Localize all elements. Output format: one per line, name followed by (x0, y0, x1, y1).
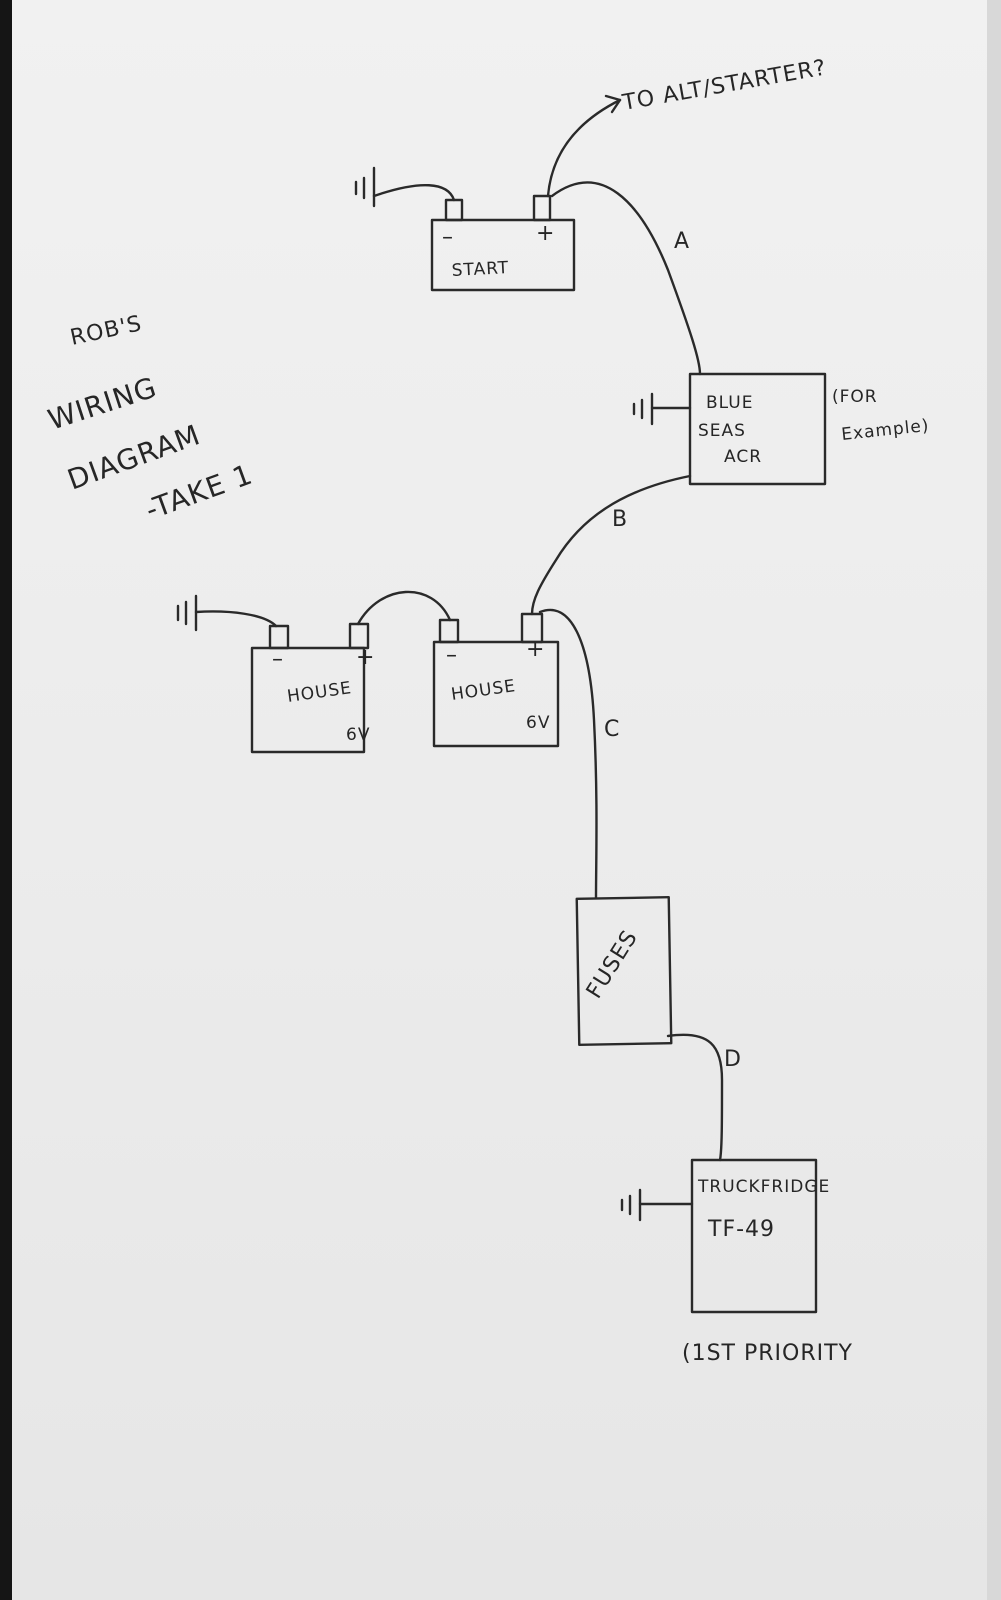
acr-label-line-3: ACR (724, 447, 762, 467)
house-ground-wire (194, 610, 278, 628)
house-1-neg-sign: – (272, 647, 284, 672)
wire-d (666, 1033, 724, 1162)
start-neg-sign: – (442, 225, 454, 250)
fridge-label-line-1: TRUCKFRIDGE (697, 1177, 830, 1197)
fuse-block-label: FUSES (582, 926, 643, 1003)
table-edge-left (0, 0, 12, 1600)
fridge-priority-note: (1ST PRIORITY (682, 1341, 853, 1366)
fridge-unit: TRUCKFRIDGE TF-49 (1ST PRIORITY (620, 1158, 853, 1366)
table-edge-right (987, 0, 1001, 1600)
house-2-voltage: 6V (526, 713, 550, 733)
start-battery-label: START (451, 258, 509, 281)
house-2-pos-terminal (520, 612, 544, 644)
title-line-1: ROB'S (68, 311, 144, 351)
wire-c-label: C (604, 717, 620, 742)
wire-d-label: D (724, 1047, 742, 1072)
acr-label-line-2: SEAS (698, 421, 746, 441)
start-battery-body (430, 218, 576, 292)
alt-starter-arrow (546, 98, 622, 198)
title-line-2: WIRING (44, 371, 161, 437)
fuse-block: FUSES (575, 896, 673, 1046)
wire-c (538, 608, 598, 900)
ground-icon (354, 166, 376, 208)
house-1-pos-sign: + (356, 645, 375, 670)
acr-box (688, 372, 827, 486)
wire-a (550, 181, 702, 376)
house-2-label: HOUSE (450, 676, 517, 705)
house-2-neg-terminal (438, 618, 460, 644)
fridge-label-line-2: TF-49 (707, 1217, 775, 1242)
house-2-neg-sign: – (446, 643, 458, 668)
house-1-neg-terminal (268, 624, 290, 650)
house-1-label: HOUSE (286, 678, 353, 707)
start-pos-terminal (532, 194, 552, 222)
ground-icon (632, 392, 654, 426)
start-neg-terminal (444, 198, 464, 222)
ground-icon (620, 1188, 642, 1222)
title-line-4: -TAKE 1 (141, 457, 257, 526)
house-series-jumper (356, 590, 452, 626)
acr-unit: BLUE SEAS ACR (FOR Example) (632, 372, 930, 486)
wire-a-label: A (674, 229, 690, 254)
ground-icon (176, 594, 198, 632)
arrowhead-icon (604, 94, 622, 114)
start-pos-sign: + (536, 221, 555, 246)
house-battery-1-body (250, 646, 366, 754)
fuse-block-box (575, 896, 673, 1046)
house-battery-2-body (432, 640, 560, 748)
diagram-title: ROB'S WIRING DIAGRAM -TAKE 1 (44, 311, 257, 526)
start-battery: – + START (354, 166, 576, 292)
acr-label-line-1: BLUE (706, 393, 753, 413)
alt-starter-annotation: TO ALT/STARTER? (546, 55, 829, 198)
acr-note-line-1: (FOR (832, 387, 878, 407)
fridge-box (690, 1158, 818, 1314)
paper-sheet (12, 0, 987, 1600)
alt-starter-label: TO ALT/STARTER? (620, 55, 829, 116)
house-2-pos-sign: + (526, 637, 545, 662)
start-ground-wire (372, 184, 456, 202)
house-battery-1: – + HOUSE 6V (176, 594, 375, 754)
acr-note-line-2: Example) (840, 416, 930, 445)
wire-b-label: B (612, 507, 628, 532)
house-1-voltage: 6V (346, 725, 370, 745)
wire-b (530, 474, 692, 616)
house-battery-2: – + HOUSE 6V (432, 612, 560, 748)
